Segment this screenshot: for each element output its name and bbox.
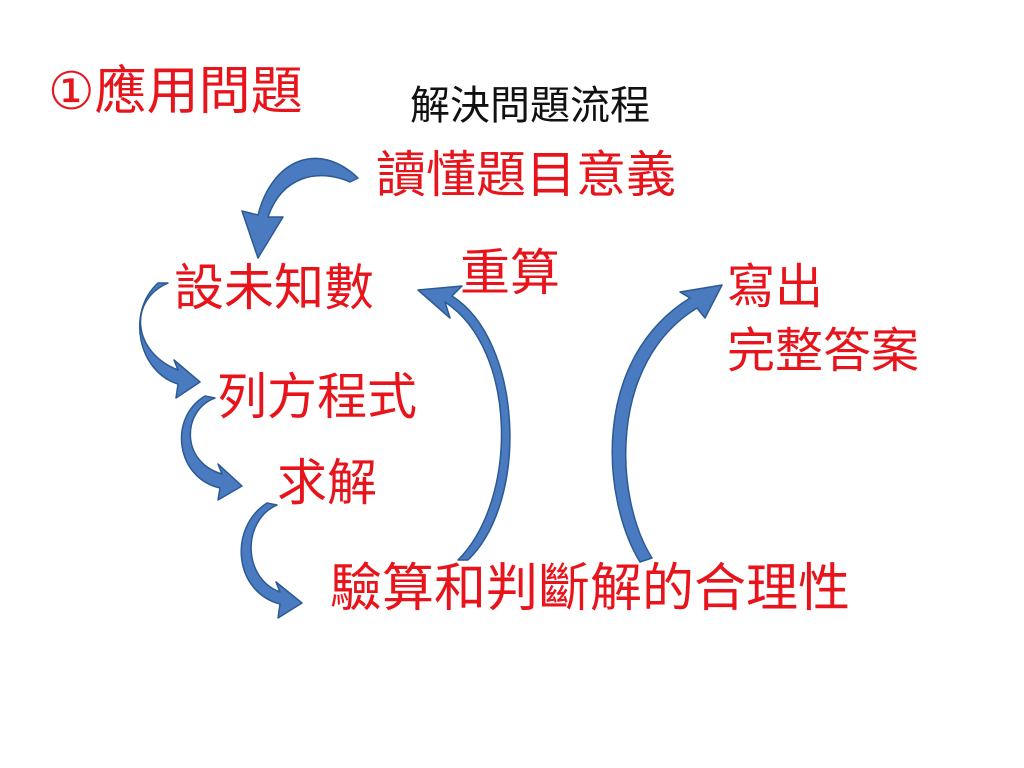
step-verify: 驗算和判斷解的合理性	[330, 559, 851, 619]
step-read-question: 讀懂題目意義	[376, 146, 676, 204]
step-set-variable: 設未知數	[174, 259, 374, 317]
curved-arrow-icon	[611, 284, 723, 563]
curved-arrow-icon	[180, 395, 243, 501]
curved-arrow-icon	[417, 285, 511, 561]
curved-arrow-icon	[138, 282, 201, 399]
step-write-equation: 列方程式	[217, 368, 417, 426]
curved-arrow-icon	[240, 502, 303, 619]
curved-arrow-icon	[241, 157, 359, 259]
step-recalculate: 重算	[460, 244, 560, 302]
step-write-answer-line2: 完整答案	[727, 323, 920, 379]
step-solve: 求解	[277, 454, 377, 512]
flow-title: 解決問題流程	[410, 83, 650, 129]
step-write-answer-line1: 寫出	[727, 259, 824, 315]
slide-heading: ①應用問題	[48, 62, 303, 122]
